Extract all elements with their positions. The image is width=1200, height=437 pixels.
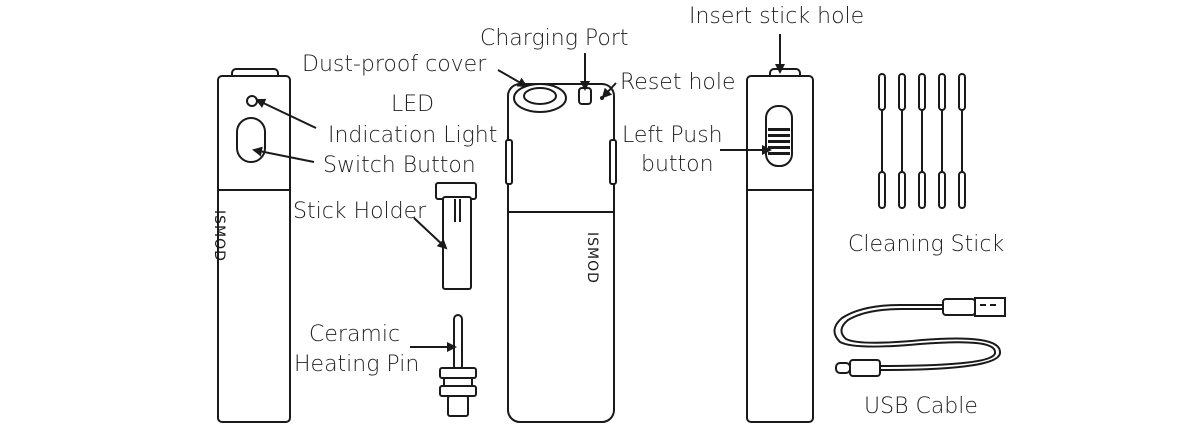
case-brand-vertical: ISMOD (584, 232, 600, 284)
usb-cable (833, 297, 1006, 377)
arrow-led (255, 98, 317, 129)
cleaning-stick (918, 73, 926, 209)
stick-holder-part (435, 182, 477, 290)
switch-button[interactable] (236, 117, 266, 163)
label-charging-port: Charging Port (480, 26, 629, 51)
ceramic-heating-pin-part (439, 314, 477, 417)
label-left-push-button-line2: button (641, 152, 714, 177)
label-cleaning-stick: Cleaning Stick (848, 232, 1004, 257)
left-push-button[interactable] (765, 105, 793, 167)
label-dust-proof-cover: Dust-proof cover (302, 52, 487, 77)
cleaning-stick (938, 73, 946, 209)
label-usb-cable: USB Cable (864, 394, 978, 419)
device-brand-vertical: ISMOD (211, 210, 227, 262)
label-ceramic-line1: Ceramic (309, 322, 400, 347)
arrow-switch-button (252, 146, 315, 163)
usb-a-plug (942, 298, 976, 316)
arrow-stick-holder (413, 217, 448, 250)
label-left-push-button-line1: Left Push (622, 123, 723, 148)
cleaning-stick (898, 73, 906, 209)
label-reset-hole: Reset hole (620, 70, 736, 95)
label-insert-stick-hole: Insert stick hole (689, 4, 864, 29)
cleaning-sticks (878, 73, 966, 209)
arrow-dust-proof-cover (497, 69, 528, 87)
cleaning-stick (958, 73, 966, 209)
cleaning-stick (878, 73, 886, 209)
label-led: LED (391, 92, 434, 117)
label-switch-button: Switch Button (323, 153, 476, 178)
arrow-reset-hole (601, 82, 617, 99)
device-charging-case: ISMOD (505, 83, 617, 423)
label-indication-light: Indication Light (328, 123, 497, 148)
label-ceramic-line2: Heating Pin (294, 352, 419, 377)
usb-c-plug (849, 359, 881, 377)
device-front-view: ISMOD (211, 68, 291, 423)
label-stick-holder: Stick Holder (293, 199, 427, 224)
device-side-view (746, 68, 814, 423)
